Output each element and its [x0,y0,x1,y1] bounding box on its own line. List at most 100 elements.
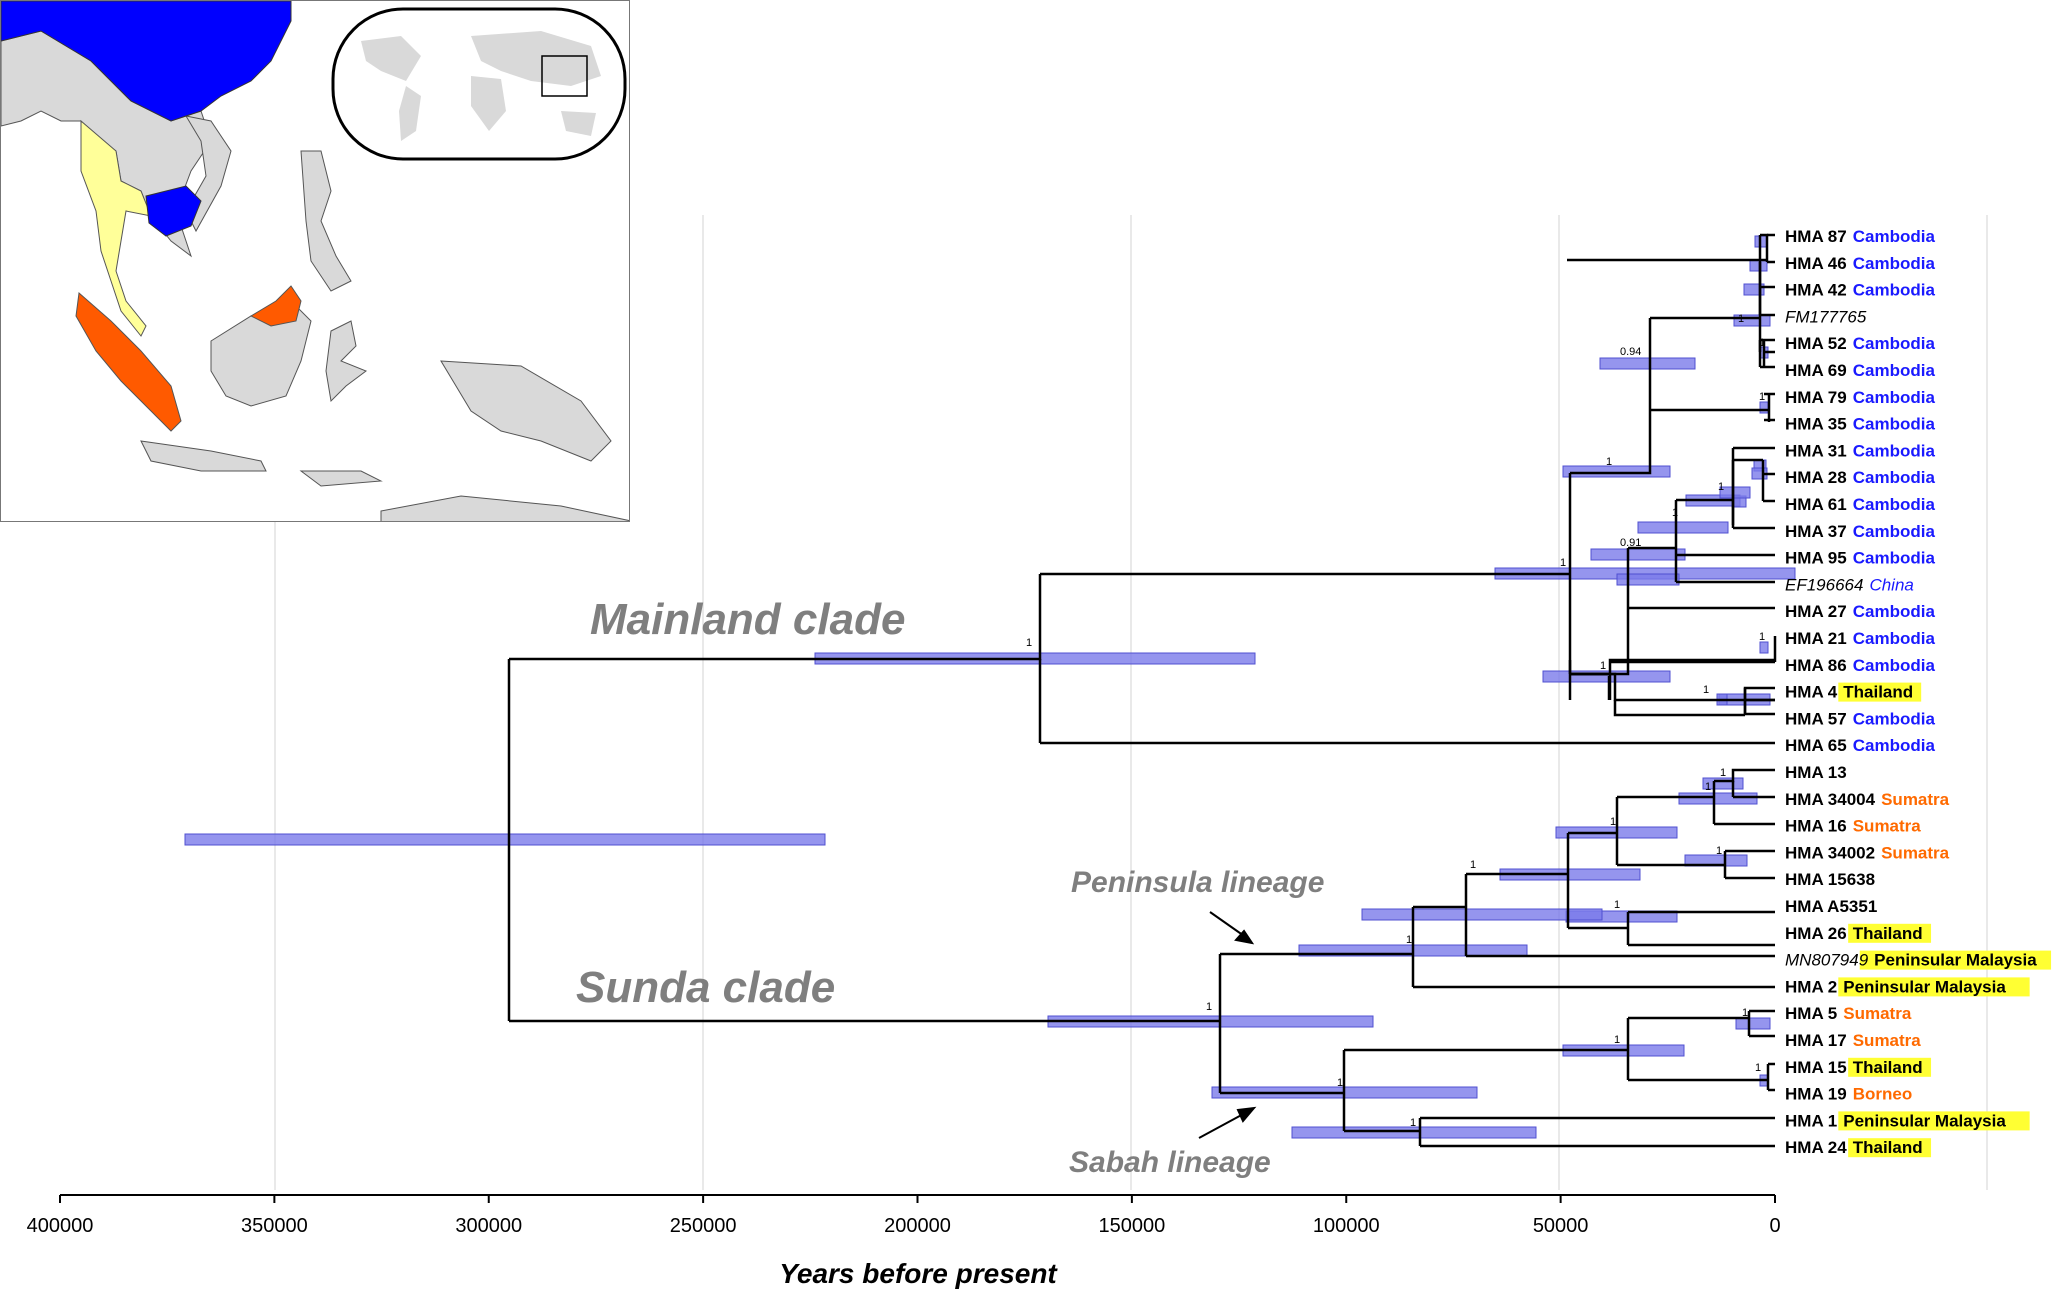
tip-label: HMA 24 Thailand [1785,1138,1923,1157]
x-axis-tick-label: 200000 [884,1215,951,1237]
hpd-bar [1590,548,1686,561]
node-support-label: 1 [1600,660,1606,672]
tip-label: FM177765 [1785,307,1867,326]
node-support-label: 0.94 [1620,346,1641,358]
tip-region: Thailand [1853,1138,1923,1157]
tip-name: HMA 95 [1785,549,1847,568]
hpd-bar [1616,573,1680,586]
tip-name: HMA 27 [1785,602,1847,621]
tip-name: HMA 65 [1785,736,1847,755]
region-highlight [1838,977,2030,997]
tip-region: Cambodia [1853,549,1936,568]
node-support-label: 1 [1206,1001,1212,1013]
new-guinea-land [440,360,612,462]
tip-region: Cambodia [1853,468,1936,487]
tip-region: Cambodia [1853,388,1936,407]
tip-label: HMA 86 Cambodia [1785,656,1935,675]
node-support-label: 1 [1470,859,1476,871]
x-axis-tick-label: 300000 [455,1215,522,1237]
region-highlight [1838,682,1922,702]
sabah-arrow-head [1236,1106,1257,1123]
map-inset [0,0,630,522]
tip-name: HMA 37 [1785,522,1847,541]
clade-labels: Mainland clade Sunda clade Peninsula lin… [576,595,1324,1179]
tip-label: HMA 19 Borneo [1785,1085,1912,1104]
region-highlight [1848,1138,1932,1158]
peninsula-lineage-label: Peninsula lineage [1071,866,1324,899]
x-axis-tick-label: 0 [1769,1215,1780,1237]
node-support-label: 1 [1606,456,1612,468]
tip-region: Borneo [1853,1085,1913,1104]
tip-name: HMA 87 [1785,227,1847,246]
tip-name: EF196664 [1785,575,1863,594]
region-highlight [1848,923,1932,943]
tip-name: MN807949 [1785,951,1869,970]
tip-region: Cambodia [1853,227,1936,246]
tip-name: FM177765 [1785,307,1867,326]
map-cambodia [145,185,202,237]
tip-name: HMA 34002 [1785,843,1875,862]
tip-name: HMA 61 [1785,495,1847,514]
tip-label: HMA 69 Cambodia [1785,361,1935,380]
node-support-label: 1 [1610,816,1616,828]
hpd-bar [1719,486,1751,499]
peninsula-arrow-head [1234,929,1255,945]
tip-region: Cambodia [1853,709,1936,728]
tip-name: HMA 86 [1785,656,1847,675]
tip-label: HMA 87 Cambodia [1785,227,1935,246]
hpd-bar [1759,401,1769,414]
tip-name: HMA 46 [1785,254,1847,273]
grid [274,215,1988,1190]
region-highlight [1848,1057,1932,1077]
tip-region: Cambodia [1853,281,1936,300]
map-sabah [249,285,302,327]
tip-name: HMA 42 [1785,281,1847,300]
region-highlight [1859,950,2052,970]
tip-region: Sumatra [1843,1004,1912,1023]
tip-region: Cambodia [1853,736,1936,755]
tip-label: HMA 13 [1785,763,1847,782]
node-support-label: 1 [1759,631,1765,643]
x-axis-tick-label: 400000 [27,1215,94,1237]
node-support-labels: 1 1 0.94 1 0.91 1 1 1 1 1 1 1 1 1 1 1 1 … [1026,313,1765,1129]
lineage-arrows [1198,911,1257,1139]
hpd-bar [1361,908,1603,921]
region-highlight [1838,1111,2030,1131]
tip-region: Cambodia [1853,629,1936,648]
node-support-label: 1 [1337,1077,1343,1089]
timor-land [299,470,383,487]
philippines-land [300,150,352,292]
tip-name: HMA 24 [1785,1138,1847,1157]
sunda-clade-label: Sunda clade [576,963,835,1012]
tip-region: Sumatra [1853,1031,1922,1050]
tip-name: HMA 19 [1785,1085,1847,1104]
sulawesi-land [325,320,368,403]
tip-region: Cambodia [1853,334,1936,353]
tip-name: HMA 2 [1785,977,1837,996]
tip-label: HMA 42 Cambodia [1785,281,1935,300]
x-axis-title: Years before present [779,1258,1058,1289]
tip-name: HMA 31 [1785,441,1847,460]
tip-name: HMA 15 [1785,1058,1847,1077]
tip-region: Cambodia [1853,361,1936,380]
tip-label: HMA A5351 [1785,897,1877,916]
tip-name: HMA 69 [1785,361,1847,380]
tip-name: HMA 79 [1785,388,1847,407]
tip-region: Cambodia [1853,656,1936,675]
node-support-label: 1 [1614,899,1620,911]
node-support-label: 1 [1738,313,1744,325]
tip-name: HMA 28 [1785,468,1847,487]
